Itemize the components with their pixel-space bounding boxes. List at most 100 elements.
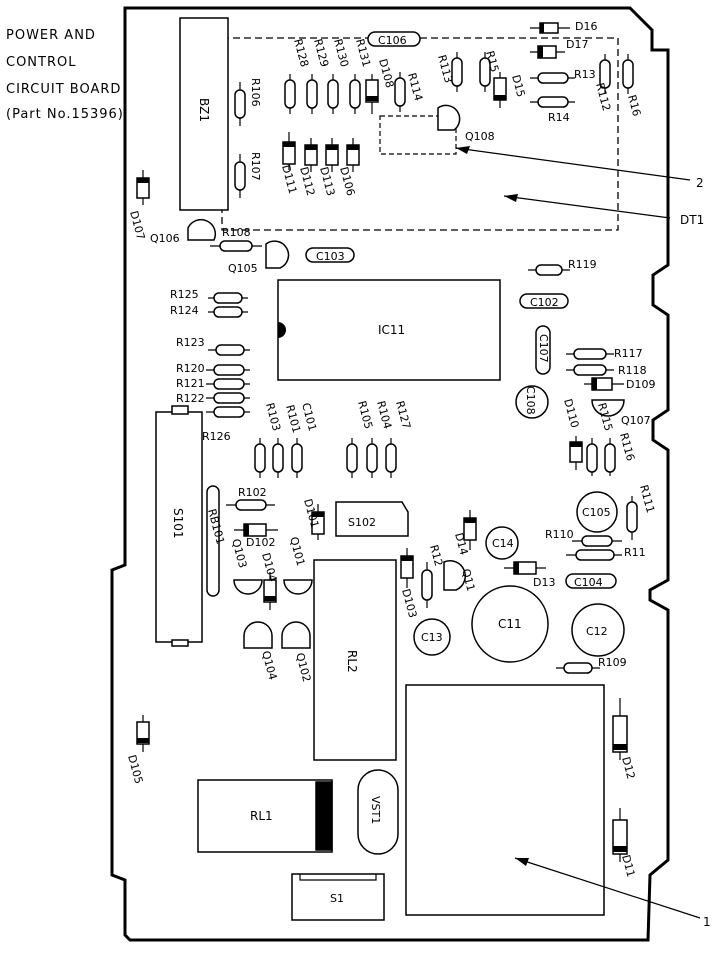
vst1-varistor: [357, 769, 399, 855]
r111-label: R111: [637, 483, 657, 514]
r16-label: R16: [625, 93, 643, 117]
d101-label: D101: [301, 497, 321, 529]
r12-label: R12: [427, 543, 445, 567]
board-title-line-1: POWER AND: [6, 28, 96, 43]
callout-2-leader: [455, 147, 691, 181]
c103-label: C103: [316, 250, 345, 263]
d13-diode: [504, 561, 546, 575]
d109-diode: [584, 377, 624, 391]
q103-transistor: [233, 579, 263, 595]
c14-capacitor: [485, 526, 519, 560]
c12-label: C12: [586, 625, 608, 638]
r102-resistor: [226, 499, 275, 511]
s1-switch: [291, 873, 385, 921]
d12-label: D12: [619, 755, 637, 780]
c108-label: C108: [524, 386, 537, 415]
r120-label: R120: [176, 362, 205, 375]
c105-label: C105: [582, 506, 611, 519]
r104-label: R104: [374, 399, 394, 430]
board-part-number: (Part No.15396): [6, 107, 124, 122]
r116-label: R116: [617, 431, 637, 462]
q108-transistor: [437, 104, 461, 131]
callout-dt1-label: DT1: [680, 213, 704, 227]
r110-resistor: [572, 535, 622, 547]
q102-transistor: [281, 621, 311, 649]
q107-label: Q107: [621, 414, 651, 427]
ic11-chip: [277, 279, 501, 381]
d105-diode: [136, 715, 150, 752]
bz1-label: BZ1: [197, 98, 211, 122]
d113-label: D113: [317, 165, 337, 197]
s102-switch: [335, 501, 409, 537]
q108-label: Q108: [465, 130, 495, 143]
d103-diode: [400, 548, 414, 588]
r123-resistor: [208, 344, 250, 356]
c103-capacitor: [305, 247, 355, 263]
q102-label: Q102: [293, 651, 313, 683]
c12-capacitor: [571, 603, 625, 657]
d102-label: D102: [246, 536, 275, 549]
s1-tabs: [299, 874, 377, 881]
d108-label: D108: [376, 57, 396, 89]
r114-resistor: [394, 72, 406, 112]
q104-label: Q104: [259, 649, 279, 681]
d13-label: D13: [533, 576, 555, 589]
d106-label: D106: [337, 165, 357, 197]
callout-dt1-arrow: [504, 194, 518, 202]
d110-label: D110: [561, 397, 581, 429]
r12-resistor: [421, 562, 433, 608]
r126-label: R126: [202, 430, 231, 443]
d105-label: D105: [125, 753, 145, 785]
r16-resistor: [622, 54, 634, 94]
callout-dt1-leader: [503, 195, 671, 219]
r126-resistor: [206, 406, 250, 418]
c13-label: C13: [421, 631, 443, 644]
q104-transistor: [243, 621, 273, 649]
q11-label: Q11: [459, 567, 477, 592]
c11-label: C11: [498, 617, 522, 631]
r15-label: R15: [483, 49, 501, 73]
q106-label: Q106: [150, 232, 180, 245]
r109-label: R109: [598, 656, 627, 669]
d16-diode: [530, 22, 570, 34]
r121-resistor: [206, 378, 250, 390]
d15-label: D15: [509, 73, 527, 98]
r119-resistor: [528, 264, 570, 276]
r123-label: R123: [176, 336, 205, 349]
c104-label: C104: [574, 576, 603, 589]
board-outline: [110, 6, 670, 942]
r119-label: R119: [568, 258, 597, 271]
s101-bottom-tab: [171, 639, 189, 647]
c104-capacitor: [565, 573, 617, 589]
r130-label: R130: [331, 37, 351, 68]
r118-label: R118: [618, 364, 647, 377]
board-title-line-2: CONTROL: [6, 55, 77, 70]
r112-label: R112: [593, 81, 613, 112]
r130-resistor: [327, 74, 339, 114]
ic11-notch: [278, 322, 286, 338]
r125-resistor: [208, 292, 248, 304]
r129-resistor: [306, 74, 318, 114]
r108-resistor: [210, 240, 262, 252]
q105-label: Q105: [228, 262, 258, 275]
r111-resistor: [626, 496, 638, 540]
d104-diode: [263, 572, 277, 610]
r109-resistor: [556, 662, 600, 674]
ic11-label: IC11: [378, 323, 405, 337]
callout-1-label: 1: [703, 915, 711, 929]
r107-resistor: [234, 154, 246, 198]
r106-resistor: [234, 82, 246, 126]
bz1-buzzer: [179, 17, 229, 211]
r113-label: R113: [435, 53, 455, 84]
c11-capacitor: [471, 585, 549, 663]
r113-resistor: [451, 52, 463, 92]
r128-label: R128: [291, 37, 311, 68]
d11-label: D11: [619, 853, 637, 878]
c105-capacitor: [576, 491, 618, 533]
dt1-region: [221, 37, 619, 231]
d109-label: D109: [626, 378, 655, 391]
d15-diode: [493, 72, 507, 108]
c107-label: C107: [537, 334, 550, 363]
r124-resistor: [208, 306, 248, 318]
